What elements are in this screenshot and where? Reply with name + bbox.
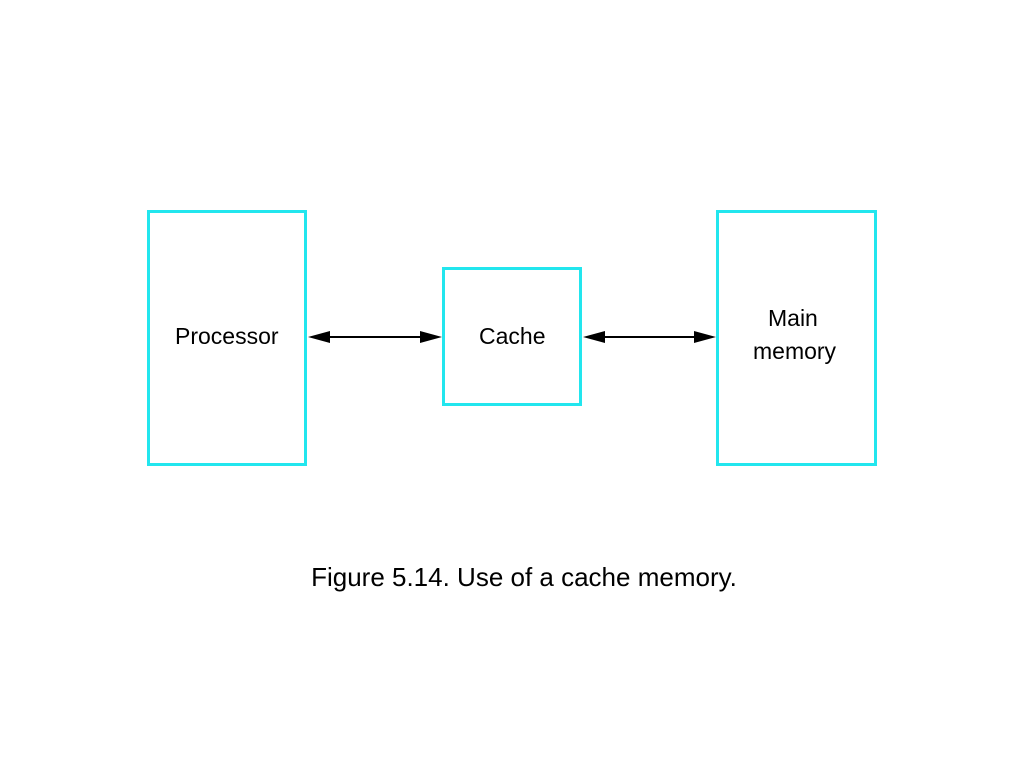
main-memory-label-line2: memory [753,338,837,364]
processor-box [147,210,307,466]
cache-box [442,267,582,406]
processor-label: Processor [175,323,279,349]
cache-label: Cache [479,323,546,349]
arrowhead-right-icon [694,331,716,343]
main-memory-box [716,210,877,466]
arrowhead-left-icon [308,331,330,343]
cache-memory-arrow [583,331,716,343]
arrowhead-right-icon [420,331,442,343]
main-memory-label-line1: Main [768,305,818,331]
figure-caption: Figure 5.14. Use of a cache memory. [311,562,737,592]
processor-cache-arrow [308,331,442,343]
arrowhead-left-icon [583,331,605,343]
